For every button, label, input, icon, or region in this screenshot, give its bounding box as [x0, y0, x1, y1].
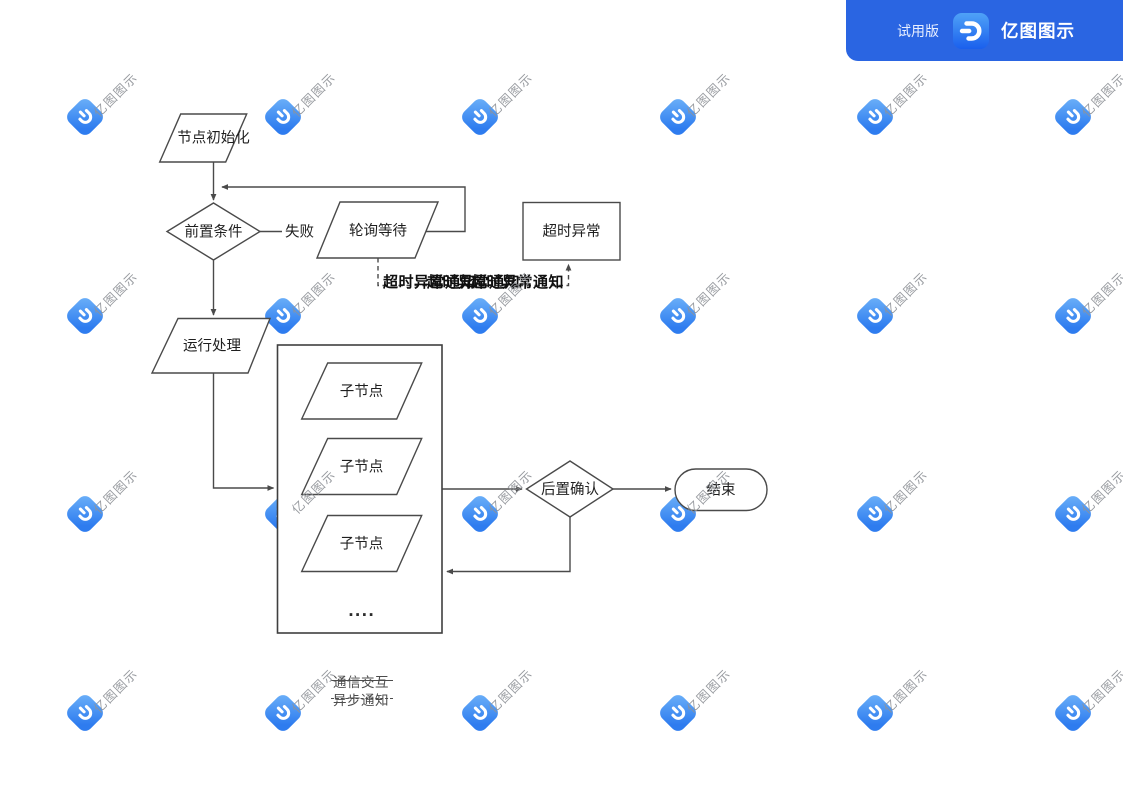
watermark-logo-icon	[458, 493, 502, 536]
polling-wait-node-label: 轮询等待	[349, 222, 407, 240]
child-node-3-shape	[300, 514, 423, 573]
post-confirm-node-label: 后置确认	[541, 481, 599, 498]
watermark-logo-icon	[261, 691, 304, 735]
watermark-logo-icon	[63, 294, 107, 337]
timeout-exception-node-label: 超时异常	[543, 223, 601, 240]
legend-row-async: 异步通知	[331, 689, 393, 709]
trial-banner[interactable]: 试用版 亿图图示	[846, 0, 1123, 61]
watermark-logo-icon	[854, 691, 897, 735]
edge-pollingwait-timeout-dashed	[377, 258, 572, 287]
child-node-3-label: 子节点	[340, 536, 384, 553]
legend-row-communication: 通信交互	[331, 671, 393, 691]
watermark-logo-icon	[656, 294, 700, 337]
watermark-logo-icon	[458, 691, 502, 735]
ellipsis-label: ....	[348, 602, 375, 620]
legend-label-communication: 通信交互	[333, 675, 389, 691]
trial-badge: 试用版	[897, 23, 939, 40]
watermark-logo-icon	[854, 95, 897, 139]
watermark-logo-icon	[261, 95, 304, 139]
end-node-label: 结束	[707, 482, 736, 499]
run-process-node-shape	[150, 317, 272, 374]
child-node-2-label: 子节点	[340, 459, 384, 476]
fail-label: 失败	[285, 224, 314, 241]
watermark-logo-icon	[1051, 493, 1095, 536]
fail-label-box	[282, 220, 317, 243]
watermark-logo-icon	[458, 95, 502, 139]
child-node-1-label: 子节点	[340, 383, 384, 400]
precondition-node-label: 前置条件	[185, 224, 243, 241]
run-process-node-label: 运行处理	[183, 338, 241, 355]
edge-runprocess-to-container	[212, 373, 275, 491]
watermark-logo-icon	[261, 294, 304, 337]
child-node-1-shape	[300, 362, 423, 420]
init-node-label: 节点初始化	[177, 130, 250, 147]
watermark-logo-icon	[656, 95, 700, 139]
edraw-logo-icon	[953, 12, 989, 49]
child-node-2-shape	[300, 437, 423, 496]
edge-pollingwait-loopback	[221, 184, 466, 233]
init-node-shape	[158, 113, 248, 163]
legend-label-async: 异步通知	[333, 693, 389, 709]
brand-name: 亿图图示	[1001, 22, 1075, 42]
timeout-edge-label-copy2: 超时异常通知	[426, 273, 520, 291]
watermark-logo-icon	[1051, 294, 1095, 337]
watermark-logo-icon	[1051, 95, 1095, 139]
legend: 通信交互 异步通知	[331, 671, 393, 709]
watermark-logo-icon	[63, 95, 107, 139]
watermark-logo-icon	[458, 294, 502, 337]
edge-postconfirm-feedback-to-container	[446, 517, 571, 575]
legend-solid-line	[331, 680, 393, 681]
watermark-logo-icon	[656, 691, 700, 735]
timeout-edge-label-copy3: 超时异常通知	[470, 273, 564, 291]
watermark-logo-icon	[854, 294, 897, 337]
post-confirm-node-shape	[525, 460, 615, 518]
polling-wait-node-shape	[315, 201, 440, 259]
watermark-logo-icon	[63, 493, 107, 536]
legend-dashed-line	[331, 698, 393, 699]
watermark-logo-icon	[656, 493, 700, 536]
timeout-exception-node-shape	[522, 201, 621, 261]
timeout-edge-label-copy1: 超时异常通知	[382, 273, 476, 291]
end-node-shape	[674, 468, 768, 512]
precondition-node-shape	[165, 202, 262, 261]
watermark-logo-icon	[63, 691, 107, 735]
watermark-logo-icon	[854, 493, 897, 536]
watermark-logo-icon	[1051, 691, 1095, 735]
